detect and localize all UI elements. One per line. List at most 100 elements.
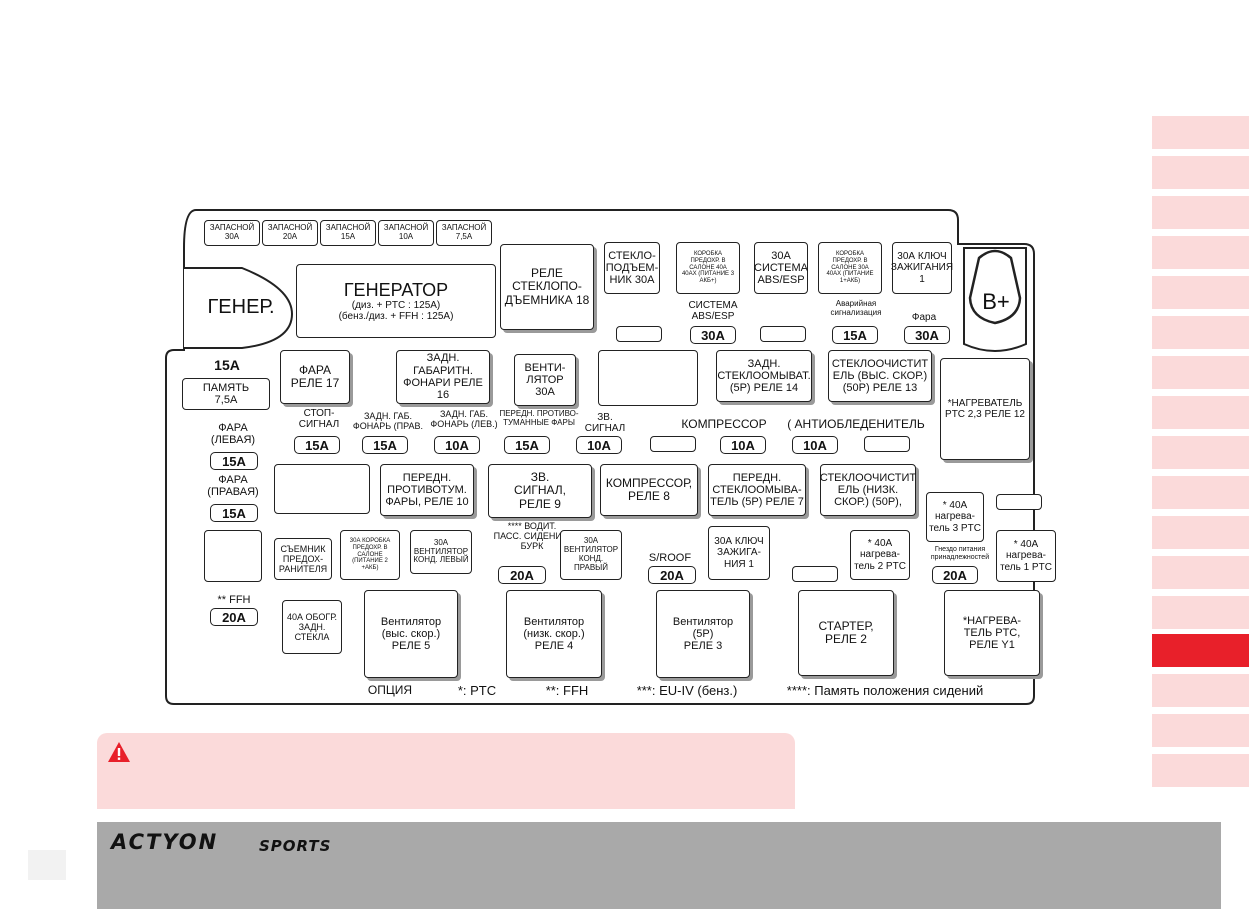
footer-bar: ACTYON SPORTS bbox=[97, 822, 1221, 909]
spare-fuse-7-5a: ЗАПАСНОЙ 7,5А bbox=[436, 220, 492, 246]
empty-slot bbox=[650, 436, 696, 452]
chapter-tab-16[interactable] bbox=[1152, 714, 1249, 747]
chapter-tab-17[interactable] bbox=[1152, 754, 1249, 787]
chapter-tab-1[interactable] bbox=[1152, 116, 1249, 149]
headlight-left-label: ФАРА (ЛЕВАЯ) bbox=[210, 422, 256, 447]
chapter-tab-9[interactable] bbox=[1152, 436, 1249, 469]
abs-esp-fuse: 30A bbox=[690, 326, 736, 344]
ffh-label: ** FFH bbox=[217, 594, 251, 606]
accessory-socket-label: Гнездо питания принадлежностей bbox=[930, 546, 990, 561]
empty-relay-slot bbox=[598, 350, 698, 406]
ignition-key-fuse-1b: 30А КЛЮЧ ЗАЖИГА- НИЯ 1 bbox=[708, 526, 770, 580]
spare-fuse-15a: ЗАПАСНОЙ 15А bbox=[320, 220, 376, 246]
fan-low-relay-4: Вентилятор (низк. скор.) РЕЛЕ 4 bbox=[506, 590, 602, 678]
alarm-label: Аварийная сигнализация bbox=[830, 299, 882, 317]
chapter-tab-8[interactable] bbox=[1152, 396, 1249, 429]
empty-slot bbox=[996, 494, 1042, 510]
generator-title: ГЕНЕРАТОР bbox=[343, 279, 449, 300]
headlight-relay-17: ФАРА РЕЛЕ 17 bbox=[280, 350, 350, 404]
chapter-tab-14-active[interactable] bbox=[1152, 634, 1249, 667]
chapter-tab-12[interactable] bbox=[1152, 556, 1249, 589]
generator-line2: (бенз./диз. + FFH : 125A) bbox=[338, 311, 454, 323]
page-number-box bbox=[28, 850, 66, 880]
fog-lamps-label: ПЕРЕДН. ПРОТИВО- ТУМАННЫЕ ФАРЫ bbox=[499, 409, 579, 427]
legend-option: ОПЦИЯ bbox=[367, 683, 413, 697]
chapter-tab-4[interactable] bbox=[1152, 236, 1249, 269]
ffh-fuse: 20A bbox=[210, 608, 258, 626]
brand-logo-main: ACTYON bbox=[111, 830, 219, 854]
fan-high-relay-5: Вентилятор (выс. скор.) РЕЛЕ 5 bbox=[364, 590, 458, 678]
chapter-tab-5[interactable] bbox=[1152, 276, 1249, 309]
chapter-tab-3[interactable] bbox=[1152, 196, 1249, 229]
chapter-tab-15[interactable] bbox=[1152, 674, 1249, 707]
front-washer-relay-7: ПЕРЕДН. СТЕКЛООМЫВА- ТЕЛЬ (5Р) РЕЛЕ 7 bbox=[708, 464, 806, 516]
window-lift-fuse: СТЕКЛО- ПОДЪЕМ- НИК 30А bbox=[604, 242, 660, 294]
wiper-high-relay-13: СТЕКЛООЧИСТИТ ЕЛЬ (ВЫС. СКОР.) (50Р) РЕЛ… bbox=[828, 350, 932, 402]
cond-fan-right-fuse: 30А ВЕНТИЛЯТОР КОНД. ПРАВЫЙ bbox=[560, 530, 622, 580]
sunroof-label: S/ROOF bbox=[648, 552, 692, 564]
rear-washer-relay-14: ЗАДН. СТЕКЛООМЫВАТ. (5Р) РЕЛЕ 14 bbox=[716, 350, 812, 402]
ptc-heater-1-fuse: * 40А нагрева- тель 1 PTC bbox=[996, 530, 1056, 582]
fan-5p-relay-3: Вентилятор (5Р) РЕЛЕ 3 bbox=[656, 590, 750, 678]
abs-esp-30a-fuse: 30А СИСТЕМА ABS/ESP bbox=[754, 242, 808, 294]
legend-seats: ****: Память положения сидений bbox=[786, 683, 984, 698]
chapter-tab-6[interactable] bbox=[1152, 316, 1249, 349]
chapter-tab-13[interactable] bbox=[1152, 596, 1249, 629]
cond-fan-left-fuse: 30А ВЕНТИЛЯТОР КОНД. ЛЕВЫЙ bbox=[410, 530, 472, 574]
accessory-socket-fuse: 20A bbox=[932, 566, 978, 584]
spare-fuse-20a: ЗАПАСНОЙ 20А bbox=[262, 220, 318, 246]
empty-slot bbox=[760, 326, 806, 342]
b-plus-terminal: B+ bbox=[982, 289, 1010, 314]
alarm-fuse: 15A bbox=[832, 326, 878, 344]
defroster-fuse: 10A bbox=[792, 436, 838, 454]
generator-fuse: ГЕНЕРАТОР (диз. + PTC : 125A) (бенз./диз… bbox=[296, 264, 496, 338]
empty-slot bbox=[792, 566, 838, 582]
legend-eu: ***: EU-IV (бенз.) bbox=[636, 683, 738, 698]
ptc-heater-2-fuse: * 40А нагрева- тель 2 PTC bbox=[850, 530, 910, 580]
rear-lamps-relay-16: ЗАДН. ГАБАРИТН. ФОНАРИ РЕЛЕ 16 bbox=[396, 350, 490, 404]
chapter-tab-11[interactable] bbox=[1152, 516, 1249, 549]
chapter-tab-10[interactable] bbox=[1152, 476, 1249, 509]
rear-lamp-left-label: ЗАДН. ГАБ. ФОНАРЬ (ЛЕВ.) bbox=[430, 409, 498, 429]
chapter-tab-7[interactable] bbox=[1152, 356, 1249, 389]
legend-ffh: **: FFH bbox=[545, 683, 589, 698]
spare-fuse-30a: ЗАПАСНОЙ 30А bbox=[204, 220, 260, 246]
headlight-label: Фара bbox=[911, 312, 937, 323]
warning-triangle-icon bbox=[108, 742, 130, 762]
horn-relay-9: ЗВ. СИГНАЛ, РЕЛЕ 9 bbox=[488, 464, 592, 518]
rear-lamp-right-fuse: 15A bbox=[362, 436, 408, 454]
fog-lamps-relay-10: ПЕРЕДН. ПРОТИВОТУМ. ФАРЫ, РЕЛЕ 10 bbox=[380, 464, 474, 516]
fog-lamps-fuse: 15A bbox=[504, 436, 550, 454]
fuse-box-diagram: ЗАПАСНОЙ 30А ЗАПАСНОЙ 20А ЗАПАСНОЙ 15А З… bbox=[164, 208, 1064, 708]
horn-label: ЗВ. СИГНАЛ bbox=[584, 412, 626, 434]
relay-18-window-lift: РЕЛЕ СТЕКЛОПО- ДЪЕМНИКА 18 bbox=[500, 244, 594, 330]
ignition-key-fuse-1: 30А КЛЮЧ ЗАЖИГАНИЯ 1 bbox=[891, 242, 953, 294]
wiper-low-relay: СТЕКЛООЧИСТИТ ЕЛЬ (НИЗК. СКОР.) (50Р), bbox=[820, 464, 916, 516]
rear-lamp-left-fuse: 10A bbox=[434, 436, 480, 454]
compressor-fuse: 10A bbox=[720, 436, 766, 454]
legend-ptc: *: PTC bbox=[457, 683, 497, 698]
headlight-fuse: 30A bbox=[904, 326, 950, 344]
fuse-puller: СЪЕМНИК ПРЕДОХ- РАНИТЕЛЯ bbox=[274, 538, 332, 580]
seat-fuse: 20A bbox=[498, 566, 546, 584]
brand-logo-sub: SPORTS bbox=[259, 837, 332, 855]
compressor-label: КОМПРЕССОР bbox=[681, 417, 767, 431]
ptc-heater-relay-y1: *НАГРЕВА- ТЕЛЬ PTC, РЕЛЕ Y1 bbox=[944, 590, 1040, 676]
starter-relay-2: СТАРТЕР, РЕЛЕ 2 bbox=[798, 590, 894, 676]
gener-label: ГЕНЕР. bbox=[207, 296, 275, 318]
headlight-left-fuse: 15A bbox=[210, 452, 258, 470]
memory-fuse: ПАМЯТЬ 7,5А bbox=[182, 378, 270, 410]
spare-fuse-10a: ЗАПАСНОЙ 10А bbox=[378, 220, 434, 246]
rear-lamp-right-label: ЗАДН. ГАБ. ФОНАРЬ (ПРАВ. bbox=[352, 411, 424, 431]
chapter-tab-2[interactable] bbox=[1152, 156, 1249, 189]
abs-esp-label: СИСТЕМА ABS/ESP bbox=[688, 300, 738, 322]
cabin-box-fuse-3: КОРОБКА ПРЕДОХР. В САЛОНЕ 40А 40АХ (ПИТА… bbox=[676, 242, 740, 294]
headlight-right-label: ФАРА (ПРАВАЯ) bbox=[207, 474, 259, 499]
empty-slot bbox=[864, 436, 910, 452]
stop-signal-label: СТОП- СИГНАЛ bbox=[298, 408, 340, 430]
ptc-heater-relay-12: *НАГРЕВАТЕЛЬ PTC 2,3 РЕЛЕ 12 bbox=[940, 358, 1030, 460]
empty-slot bbox=[616, 326, 662, 342]
cabin-box-fuse-1: КОРОБКА ПРЕДОХР. В САЛОНЕ 30А 40АХ (ПИТА… bbox=[818, 242, 882, 294]
warning-box bbox=[97, 733, 795, 809]
compressor-relay-8: КОМПРЕССОР, РЕЛЕ 8 bbox=[600, 464, 698, 516]
